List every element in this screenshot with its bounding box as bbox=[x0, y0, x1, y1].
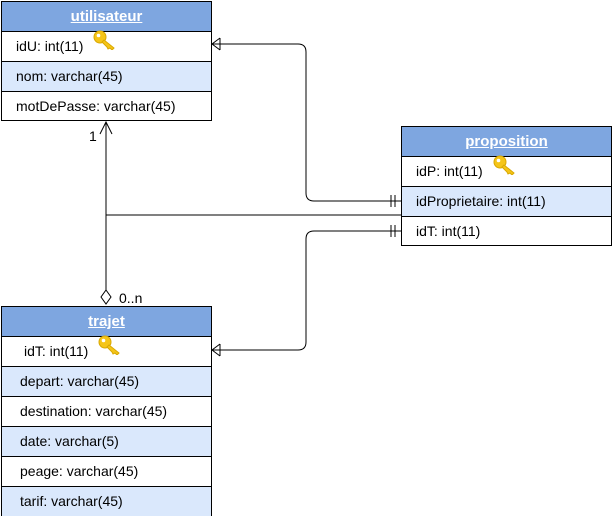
field-label: depart: varchar(45) bbox=[20, 373, 140, 389]
field-row: peage: varchar(45) bbox=[2, 457, 211, 487]
key-icon bbox=[93, 30, 117, 60]
key-icon bbox=[493, 155, 517, 185]
field-row: destination: varchar(45) bbox=[2, 397, 211, 427]
field-row: nom: varchar(45) bbox=[2, 62, 211, 92]
key-icon bbox=[98, 335, 122, 365]
field-label: idProprietaire: int(11) bbox=[416, 193, 546, 209]
field-label: tarif: varchar(45) bbox=[20, 493, 123, 509]
multiplicity-one: 1 bbox=[89, 128, 97, 144]
field-row: tarif: varchar(45) bbox=[2, 487, 211, 516]
mark-one-proposition-owner bbox=[390, 195, 396, 207]
link-proposition-trajet bbox=[212, 230, 401, 351]
field-row: depart: varchar(45) bbox=[2, 367, 211, 397]
field-label: idP: int(11) bbox=[416, 163, 483, 179]
entity-title: utilisateur bbox=[2, 2, 211, 32]
entity-trajet[interactable]: trajet idT: int(11) depart: varchar(45) … bbox=[1, 306, 212, 516]
field-label: destination: varchar(45) bbox=[20, 403, 168, 419]
field-row: date: varchar(5) bbox=[2, 427, 211, 457]
entity-utilisateur[interactable]: utilisateur idU: int(11) nom: varchar(45… bbox=[1, 1, 212, 121]
arrow-to-utilisateur bbox=[99, 120, 113, 135]
field-row: idP: int(11) bbox=[402, 155, 611, 187]
field-label: idT: int(11) bbox=[416, 223, 481, 239]
multiplicity-zero-n: 0..n bbox=[119, 290, 143, 306]
entity-title: trajet bbox=[2, 307, 211, 337]
entity-proposition[interactable]: proposition idP: int(11) idProprietaire:… bbox=[401, 126, 612, 246]
field-row: idU: int(11) bbox=[2, 30, 211, 62]
field-row: idT: int(11) bbox=[2, 335, 211, 367]
entity-title: proposition bbox=[402, 127, 611, 157]
aggregation-diamond bbox=[100, 289, 112, 305]
field-label: nom: varchar(45) bbox=[16, 68, 123, 84]
field-label: peage: varchar(45) bbox=[20, 463, 139, 479]
field-label: idU: int(11) bbox=[16, 38, 84, 54]
field-label: idT: int(11) bbox=[24, 343, 89, 359]
crowsfoot-many-trajet bbox=[211, 343, 221, 357]
link-utilisateur-proposition bbox=[212, 43, 401, 202]
field-row: idProprietaire: int(11) bbox=[402, 187, 611, 217]
field-row: idT: int(11) bbox=[402, 217, 611, 246]
mark-one-proposition-trajet bbox=[390, 225, 396, 237]
crowsfoot-many-utilisateur bbox=[211, 37, 221, 51]
field-label: date: varchar(5) bbox=[20, 433, 119, 449]
field-label: motDePasse: varchar(45) bbox=[16, 98, 176, 114]
field-row: motDePasse: varchar(45) bbox=[2, 92, 211, 121]
